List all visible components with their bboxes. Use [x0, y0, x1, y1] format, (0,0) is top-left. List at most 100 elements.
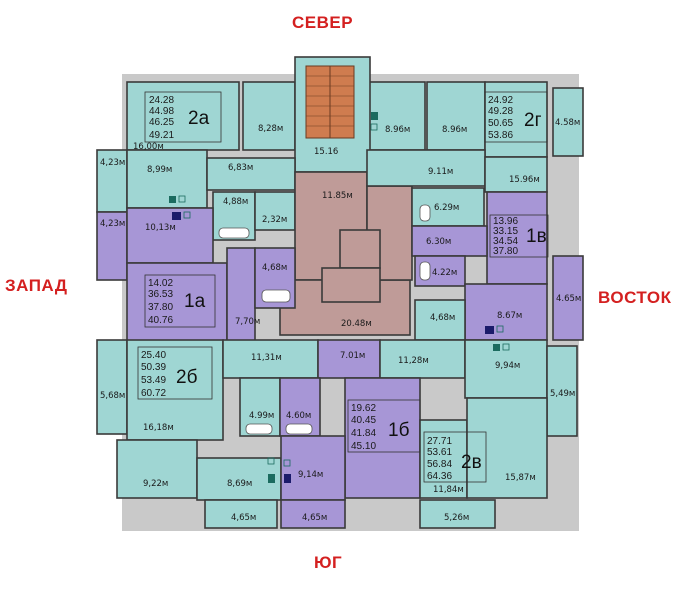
room[interactable] [552, 87, 584, 157]
room-label: 10,13м [145, 223, 176, 233]
stove-icon [268, 474, 275, 483]
room-label: 20.48м [341, 319, 372, 329]
room-label: 4,23м [100, 158, 125, 168]
stove-icon [371, 112, 378, 120]
area-value: 33.15 [493, 226, 518, 237]
room[interactable] [116, 439, 198, 499]
area-value: 34.54 [493, 236, 518, 247]
room[interactable] [379, 339, 466, 379]
room-label: 6.29м [434, 203, 459, 213]
room-label: 16,00м [133, 142, 164, 152]
area-value: 53.86 [488, 130, 513, 141]
room[interactable] [280, 435, 346, 501]
sink-icon [370, 123, 378, 131]
apartment-name: 1б [388, 420, 410, 441]
sink-icon [502, 343, 510, 351]
area-value: 49.21 [149, 130, 174, 141]
area-value: 53.61 [427, 447, 452, 458]
area-value: 19.62 [351, 403, 376, 414]
room-label: 4,23м [100, 219, 125, 229]
area-value: 56.84 [427, 459, 452, 470]
room[interactable] [552, 255, 584, 341]
area-value: 14.02 [148, 278, 173, 289]
room[interactable] [486, 191, 548, 285]
apartment-name: 2г [524, 110, 542, 131]
sink-icon [496, 325, 504, 333]
room[interactable] [126, 262, 228, 342]
sink-icon [283, 459, 291, 467]
room[interactable] [419, 419, 468, 499]
core [339, 229, 381, 269]
area-value: 13.96 [493, 216, 518, 227]
room[interactable] [126, 339, 224, 441]
room-label: 4,65м [231, 513, 256, 523]
sink-icon [183, 211, 191, 219]
compass-east: ВОСТОК [598, 288, 672, 307]
room[interactable] [126, 207, 214, 264]
room[interactable] [546, 345, 578, 437]
room-label: 4,68м [430, 313, 455, 323]
apartment-name: 2а [188, 108, 210, 129]
bathtub-icon [245, 423, 273, 435]
area-value: 49.28 [488, 106, 513, 117]
bathtub-icon [218, 227, 250, 239]
room-label: 8,99м [147, 165, 172, 175]
room[interactable] [254, 191, 296, 231]
sink-icon [267, 457, 275, 465]
room-label: 4,65м [302, 513, 327, 523]
room[interactable] [419, 499, 496, 529]
room-label: 4,88м [223, 197, 248, 207]
compass-south: ЮГ [314, 553, 343, 572]
room-label: 4.65м [556, 294, 581, 304]
room[interactable] [204, 499, 278, 529]
bathtub-icon [261, 289, 291, 303]
room-label: 4.58м [555, 118, 580, 128]
room[interactable] [126, 149, 208, 209]
room[interactable] [414, 299, 466, 341]
room[interactable] [366, 149, 486, 187]
area-value: 41.84 [351, 428, 376, 439]
room[interactable] [466, 397, 548, 499]
room-label: 8.96м [442, 125, 467, 135]
area-value: 45.10 [351, 441, 376, 452]
stove-icon [493, 344, 500, 351]
room-label: 15,87м [505, 473, 536, 483]
room-labels: 8,28м 15.16 8.96м 8.96м 4.58м 16,00м 4,2… [100, 118, 581, 523]
stove-icon [284, 474, 291, 483]
area-value: 46.25 [149, 117, 174, 128]
room-label: 5,49м [550, 389, 575, 399]
apartment-name: 1в [526, 226, 547, 247]
room-label: 8.67м [497, 311, 522, 321]
area-value: 40.76 [148, 315, 173, 326]
stove-icon [172, 212, 181, 220]
room[interactable] [96, 339, 128, 435]
room-label: 15.96м [509, 175, 540, 185]
area-value: 37.80 [148, 302, 173, 313]
area-value: 27.71 [427, 436, 452, 447]
apartment-2v-infobox: 27.71 53.61 56.84 64.36 2в [423, 431, 487, 483]
room-label: 6.30м [426, 237, 451, 247]
stove-icon [169, 196, 176, 203]
room-label: 15.16 [314, 147, 338, 157]
bathtub-icon [419, 204, 431, 222]
room-label: 8,69м [227, 479, 252, 489]
apartment-2b-infobox: 25.40 50.39 53.49 60.72 2б [137, 346, 213, 400]
room[interactable] [317, 339, 381, 379]
room-label: 9,22м [143, 479, 168, 489]
room[interactable] [280, 499, 346, 529]
area-value: 64.36 [427, 471, 452, 482]
area-value: 25.40 [141, 350, 166, 361]
room[interactable] [96, 211, 128, 281]
apartment-2g-infobox: 24.92 49.28 50.65 53.86 2г [484, 91, 548, 143]
room-label: 7.01м [340, 351, 365, 361]
room-label: 4.22м [432, 268, 457, 278]
room[interactable] [426, 81, 486, 151]
room-label: 4.99м [249, 411, 274, 421]
room[interactable] [226, 247, 256, 342]
room-label: 6,83м [228, 163, 253, 173]
room-label: 7,70м [235, 317, 260, 327]
room[interactable] [242, 81, 296, 151]
area-value: 37.80 [493, 246, 518, 257]
area-value: 36.53 [148, 289, 173, 300]
stove-icon [485, 326, 494, 334]
